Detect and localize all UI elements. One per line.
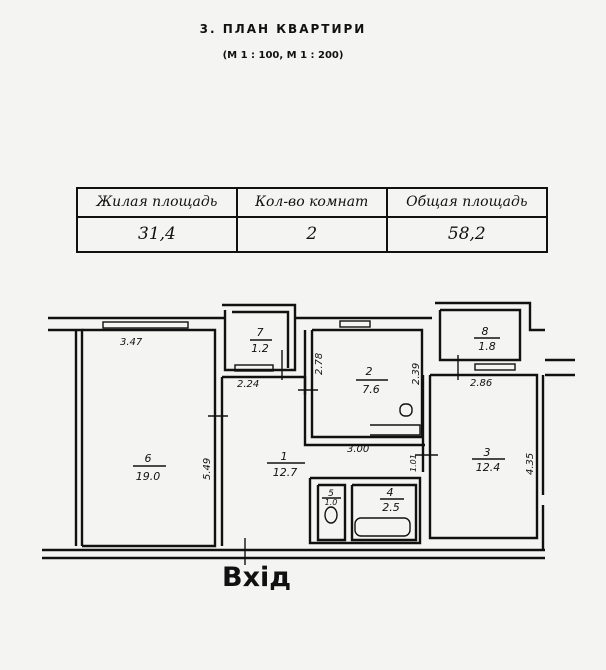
total-area-value: 58,2 bbox=[385, 215, 549, 254]
dim-room6-width: 3.47 bbox=[120, 337, 143, 348]
header-living-area: Жилая площадь bbox=[76, 187, 238, 218]
dim-room1-width: 2.24 bbox=[237, 379, 259, 390]
table-header-row: Жилая площадь Кол-во комнат Общая площад… bbox=[76, 187, 549, 218]
room-5: 5 1.0 bbox=[322, 489, 341, 507]
room-area: 1.0 bbox=[325, 498, 338, 507]
dim-door: 1.01 bbox=[409, 454, 418, 472]
room-4: 4 2.5 bbox=[380, 486, 404, 514]
room-8: 8 1.8 bbox=[474, 325, 500, 353]
area-summary-table: Жилая площадь Кол-во комнат Общая площад… bbox=[76, 187, 549, 254]
room-area: 2.5 bbox=[382, 501, 400, 514]
room-3: 3 12.4 bbox=[472, 446, 505, 474]
room-number: 6 bbox=[145, 452, 152, 465]
room-number: 1 bbox=[281, 450, 288, 463]
walls bbox=[42, 301, 575, 565]
room-count-value: 2 bbox=[235, 215, 388, 254]
room-2: 2 7.6 bbox=[356, 365, 388, 396]
room-6: 6 19.0 bbox=[133, 452, 166, 483]
dim-room2-length: 2.39 bbox=[411, 363, 422, 385]
room-7: 7 1.2 bbox=[250, 326, 272, 355]
dim-room3-length: 4.35 bbox=[525, 453, 536, 475]
room-area: 19.0 bbox=[136, 470, 161, 483]
room-number: 3 bbox=[484, 446, 491, 459]
room-1: 1 12.7 bbox=[267, 450, 305, 479]
plan-title: 3. ПЛАН КВАРТИРИ bbox=[199, 22, 367, 36]
dim-corridor: 3.00 bbox=[347, 444, 369, 455]
room-number: 2 bbox=[366, 365, 373, 378]
room-area: 7.6 bbox=[362, 383, 380, 396]
room-number: 5 bbox=[328, 489, 334, 499]
entry-label: Вхід bbox=[222, 562, 292, 593]
room-number: 4 bbox=[387, 486, 394, 499]
header-total-area: Общая площадь bbox=[385, 187, 549, 218]
room-area: 12.4 bbox=[476, 461, 501, 474]
dim-room2-side: 2.78 bbox=[314, 353, 325, 375]
room-number: 8 bbox=[482, 325, 489, 338]
living-area-value: 31,4 bbox=[76, 215, 238, 254]
dim-room3-width: 2.86 bbox=[470, 378, 492, 389]
dim-room6-length: 5.49 bbox=[202, 458, 213, 480]
table-row: 31,4 2 58,2 bbox=[76, 215, 549, 254]
plan-scale: (М 1 : 100, М 1 : 200) bbox=[222, 50, 344, 61]
room-area: 1.2 bbox=[251, 342, 269, 355]
header-room-count: Кол-во комнат bbox=[235, 187, 388, 218]
room-area: 1.8 bbox=[478, 340, 496, 353]
room-area: 12.7 bbox=[273, 466, 298, 479]
room-number: 7 bbox=[257, 326, 264, 339]
